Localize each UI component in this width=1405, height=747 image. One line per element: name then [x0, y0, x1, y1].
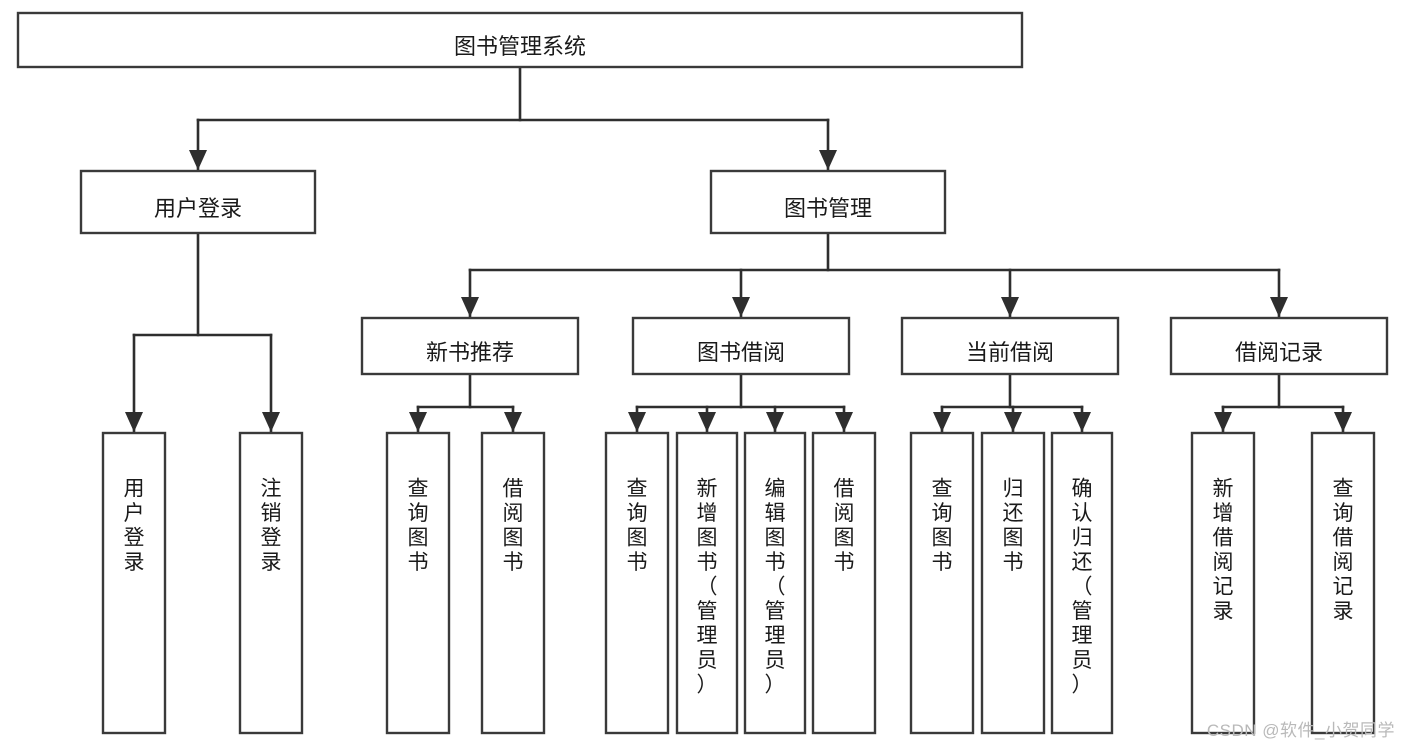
node-box — [238, 431, 304, 735]
node-label: 当前借阅 — [966, 340, 1054, 365]
arrow-head-icon — [1073, 412, 1091, 432]
node-label: 借阅图书 — [834, 477, 855, 574]
node-leaf-leaf-query-book-current[interactable]: 查询图书 — [909, 431, 975, 735]
node-box — [980, 431, 1046, 735]
node-label: 用户登录 — [124, 477, 145, 574]
node-label: 确认归还（管理员） — [1072, 477, 1093, 696]
arrow-head-icon — [409, 412, 427, 432]
arrow-head-icon — [835, 412, 853, 432]
node-label: 编辑图书（管理员） — [765, 477, 786, 696]
node-leaf-leaf-return-book[interactable]: 归还图书 — [980, 431, 1046, 735]
node-label: 图书管理 — [784, 196, 872, 221]
node-label: 借阅记录 — [1235, 340, 1323, 365]
node-box — [675, 431, 739, 735]
arrow-head-icon — [1270, 297, 1288, 317]
node-label: 查询图书 — [932, 477, 953, 574]
node-label: 借阅图书 — [503, 477, 524, 574]
node-root[interactable]: 图书管理系统 — [16, 11, 1024, 69]
connector-lines-group — [125, 65, 1352, 434]
node-box — [16, 11, 1024, 69]
node-label: 图书借阅 — [697, 340, 785, 365]
node-box — [1190, 431, 1256, 735]
arrow-head-icon — [461, 297, 479, 317]
arrow-head-icon — [766, 412, 784, 432]
node-box — [909, 431, 975, 735]
arrow-head-icon — [732, 297, 750, 317]
node-leaf-leaf-borrow-book[interactable]: 借阅图书 — [811, 431, 877, 735]
node-label: 查询图书 — [627, 477, 648, 574]
arrow-head-icon — [1004, 412, 1022, 432]
node-label: 查询借阅记录 — [1333, 477, 1354, 623]
arrow-head-icon — [819, 150, 837, 170]
node-label: 归还图书 — [1003, 477, 1024, 574]
arrow-head-icon — [1001, 297, 1019, 317]
node-box — [1050, 431, 1114, 735]
node-label: 新增图书（管理员） — [697, 477, 718, 696]
node-label: 图书管理系统 — [454, 34, 586, 59]
node-leaf-leaf-add-borrow-record[interactable]: 新增借阅记录 — [1190, 431, 1256, 735]
node-box — [631, 316, 851, 376]
node-box — [709, 169, 947, 235]
node-level2-borrow-record[interactable]: 借阅记录 — [1169, 316, 1389, 376]
arrow-head-icon — [504, 412, 522, 432]
node-label: 新书推荐 — [426, 340, 514, 365]
arrow-head-icon — [628, 412, 646, 432]
node-label: 注销登录 — [261, 477, 282, 574]
node-box — [385, 431, 451, 735]
node-label: 查询图书 — [408, 477, 429, 574]
arrow-head-icon — [189, 150, 207, 170]
node-box — [480, 431, 546, 735]
node-level2-book-borrow[interactable]: 图书借阅 — [631, 316, 851, 376]
node-level2-current-borrow[interactable]: 当前借阅 — [900, 316, 1120, 376]
node-leaf-leaf-logout[interactable]: 注销登录 — [238, 431, 304, 735]
node-leaf-leaf-borrow-book-recommend[interactable]: 借阅图书 — [480, 431, 546, 735]
node-leaf-leaf-add-book[interactable]: 新增图书（管理员） — [675, 431, 739, 735]
arrow-head-icon — [1214, 412, 1232, 432]
node-box — [811, 431, 877, 735]
node-level1-user-login[interactable]: 用户登录 — [79, 169, 317, 235]
node-box — [101, 431, 167, 735]
node-level1-book-management[interactable]: 图书管理 — [709, 169, 947, 235]
node-label: 新增借阅记录 — [1213, 477, 1234, 623]
node-box — [900, 316, 1120, 376]
node-box — [604, 431, 670, 735]
arrow-head-icon — [125, 412, 143, 432]
arrow-head-icon — [933, 412, 951, 432]
node-box — [743, 431, 807, 735]
node-leaf-leaf-query-borrow-record[interactable]: 查询借阅记录 — [1310, 431, 1376, 735]
node-box — [1310, 431, 1376, 735]
node-leaf-leaf-query-book-borrow[interactable]: 查询图书 — [604, 431, 670, 735]
node-level2-new-book-recommend[interactable]: 新书推荐 — [360, 316, 580, 376]
arrow-head-icon — [1334, 412, 1352, 432]
node-box — [360, 316, 580, 376]
node-label: 用户登录 — [154, 196, 242, 221]
arrow-head-icon — [698, 412, 716, 432]
arrow-head-icon — [262, 412, 280, 432]
node-leaf-leaf-confirm-return[interactable]: 确认归还（管理员） — [1050, 431, 1114, 735]
node-box — [1169, 316, 1389, 376]
node-box — [79, 169, 317, 235]
node-leaf-leaf-user-login[interactable]: 用户登录 — [101, 431, 167, 735]
node-leaf-leaf-query-book-recommend[interactable]: 查询图书 — [385, 431, 451, 735]
node-boxes-group: 图书管理系统用户登录图书管理新书推荐图书借阅当前借阅借阅记录用户登录注销登录查询… — [16, 11, 1389, 735]
node-leaf-leaf-edit-book[interactable]: 编辑图书（管理员） — [743, 431, 807, 735]
